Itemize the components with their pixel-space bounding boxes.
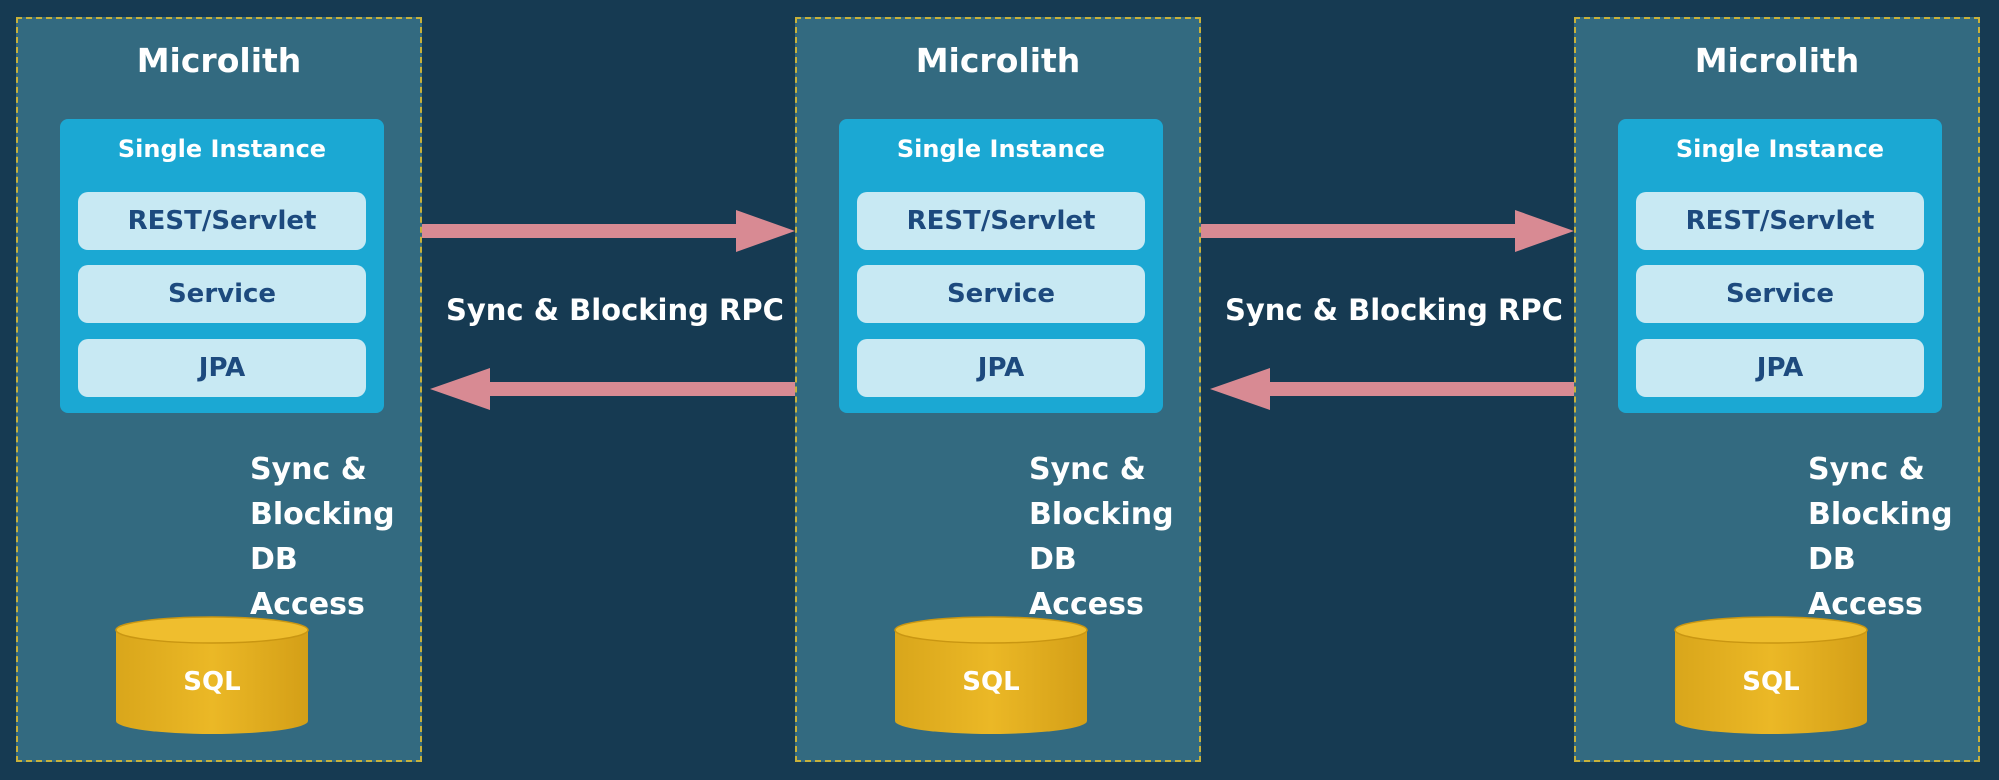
db-caption-line: Blocking (1808, 497, 1953, 532)
rpc-arrow-response-1 (430, 368, 805, 410)
rpc-label-2: Sync & Blocking RPC (1225, 293, 1563, 327)
sql-database-icon-3 (1674, 616, 1868, 734)
db-caption-line: Sync & (1808, 452, 1925, 487)
panel-title: Microlith (136, 41, 302, 80)
layer-jpa: JPA (1636, 339, 1924, 397)
layer-service: Service (1636, 265, 1924, 323)
db-caption-line: Blocking (1029, 497, 1174, 532)
db-caption-line: Sync & (1029, 452, 1146, 487)
microlith-panel-3: Microlith Single Instance REST/Servlet S… (1574, 17, 1980, 762)
instance-title: Single Instance (1675, 135, 1885, 163)
rpc-arrow-request-1 (416, 210, 795, 252)
db-access-caption: Sync & Blocking DB Access (1808, 447, 1978, 627)
single-instance-box: Single Instance REST/Servlet Service JPA (1618, 119, 1942, 413)
single-instance-box: Single Instance REST/Servlet Service JPA (60, 119, 384, 413)
layer-service: Service (78, 265, 366, 323)
sql-label: SQL (183, 667, 241, 697)
db-caption-line: DB Access (1808, 542, 1923, 622)
instance-title: Single Instance (896, 135, 1106, 163)
panel-title: Microlith (915, 41, 1081, 80)
panel-title: Microlith (1694, 41, 1860, 80)
sql-database-icon-2 (894, 616, 1088, 734)
sql-label: SQL (962, 667, 1020, 697)
sql-label: SQL (1742, 667, 1800, 697)
microlith-panel-2: Microlith Single Instance REST/Servlet S… (795, 17, 1201, 762)
rpc-arrow-response-2 (1210, 368, 1583, 410)
layer-jpa: JPA (857, 339, 1145, 397)
db-access-caption: Sync & Blocking DB Access (250, 447, 420, 627)
layer-rest-servlet: REST/Servlet (78, 192, 366, 250)
layer-jpa: JPA (78, 339, 366, 397)
layer-service: Service (857, 265, 1145, 323)
db-caption-line: DB Access (250, 542, 365, 622)
layer-rest-servlet: REST/Servlet (857, 192, 1145, 250)
microlith-panel-1: Microlith Single Instance REST/Servlet S… (16, 17, 422, 762)
db-caption-line: DB Access (1029, 542, 1144, 622)
single-instance-box: Single Instance REST/Servlet Service JPA (839, 119, 1163, 413)
sql-database-icon-1 (115, 616, 309, 734)
rpc-label-1: Sync & Blocking RPC (446, 293, 784, 327)
rpc-arrow-request-2 (1195, 210, 1574, 252)
db-caption-line: Blocking (250, 497, 395, 532)
layer-rest-servlet: REST/Servlet (1636, 192, 1924, 250)
instance-title: Single Instance (117, 135, 327, 163)
db-caption-line: Sync & (250, 452, 367, 487)
db-access-caption: Sync & Blocking DB Access (1029, 447, 1199, 627)
